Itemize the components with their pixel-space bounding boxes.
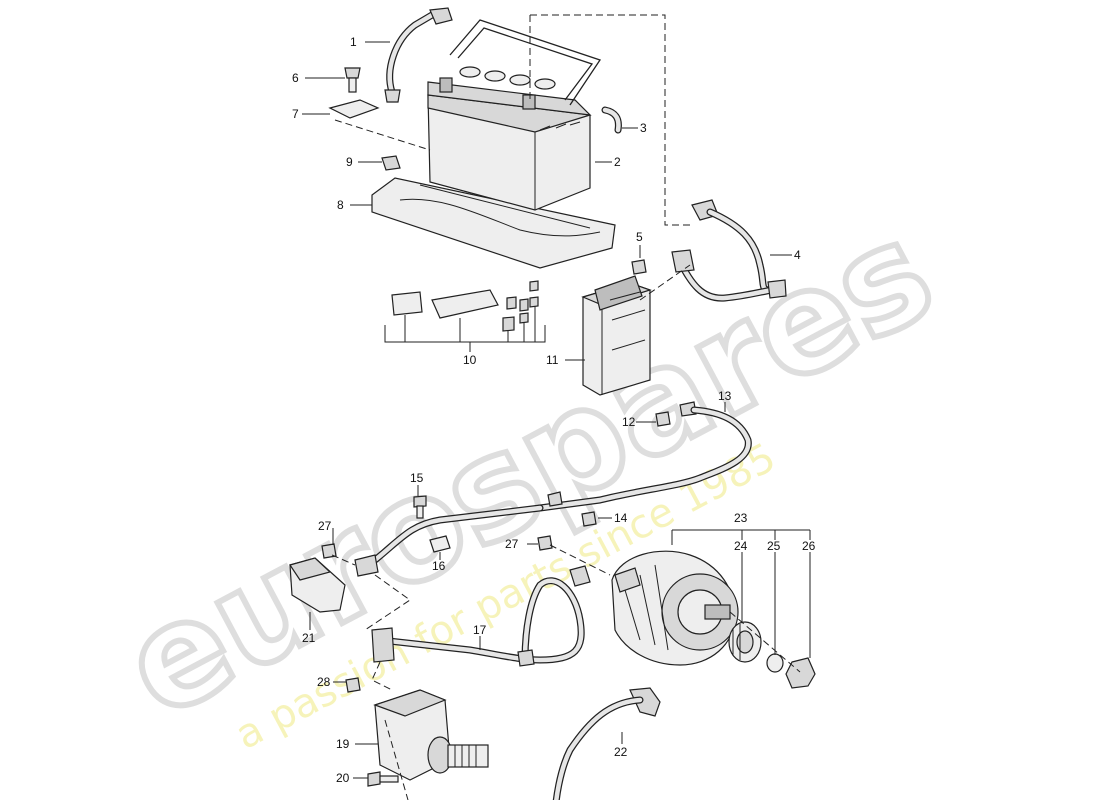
callout-22: 22 — [614, 745, 628, 759]
ground-strap-22 — [552, 687, 661, 800]
bolt-6 — [344, 67, 361, 93]
nut-26 — [785, 657, 816, 689]
nut-27b — [537, 535, 553, 551]
callout-6: 6 — [292, 71, 299, 85]
callout-5: 5 — [636, 230, 643, 244]
callout-16: 16 — [432, 559, 446, 573]
callout-7: 7 — [292, 107, 299, 121]
callout-2: 2 — [614, 155, 621, 169]
callout-17: 17 — [473, 623, 487, 637]
nut-9 — [381, 155, 401, 171]
callout-12: 12 — [622, 415, 636, 429]
callout-14: 14 — [614, 511, 628, 525]
nut-5 — [631, 259, 647, 275]
callout-8: 8 — [337, 198, 344, 212]
battery-cable-4 — [671, 199, 787, 302]
callout-13: 13 — [718, 389, 732, 403]
leader-lines — [302, 41, 811, 779]
nut-28 — [345, 677, 361, 693]
alternator-23 — [611, 550, 739, 666]
connector-3 — [601, 106, 622, 134]
pulley-24 — [728, 621, 762, 663]
bracket-7 — [328, 99, 380, 119]
terminal-cover-21 — [289, 557, 346, 613]
callout-25: 25 — [767, 539, 781, 553]
callout-1: 1 — [350, 35, 357, 49]
callout-26: 26 — [802, 539, 816, 553]
callout-3: 3 — [640, 121, 647, 135]
callout-19: 19 — [336, 737, 350, 751]
battery — [371, 19, 616, 269]
cable-17 — [371, 565, 591, 667]
starter-19 — [373, 689, 489, 781]
nut-14 — [581, 511, 597, 527]
callout-15: 15 — [410, 471, 424, 485]
callout-27b: 27 — [505, 537, 519, 551]
kit-10 — [384, 280, 546, 352]
callout-24: 24 — [734, 539, 748, 553]
control-module-11 — [581, 275, 652, 396]
watermark: eurospares a passion for parts since 198… — [96, 188, 960, 759]
callout-11: 11 — [546, 353, 559, 367]
bolt-20 — [367, 771, 399, 787]
callout-23: 23 — [734, 511, 748, 525]
nut-27a — [321, 543, 337, 559]
callout-4: 4 — [794, 248, 801, 262]
washer-25 — [766, 653, 784, 673]
callout-labels: 1 2 3 4 5 6 7 8 9 10 11 12 13 14 15 16 1… — [292, 35, 816, 785]
ground-strap-cable — [384, 7, 453, 103]
callout-21: 21 — [302, 631, 316, 645]
nut-12 — [655, 411, 671, 427]
callout-27a: 27 — [318, 519, 332, 533]
watermark-brand: eurospares — [99, 191, 957, 750]
callout-28: 28 — [317, 675, 331, 689]
callout-10: 10 — [463, 353, 477, 367]
bolt-15 — [413, 495, 427, 519]
clip-16 — [429, 535, 451, 553]
callout-9: 9 — [346, 155, 353, 169]
callout-20: 20 — [336, 771, 350, 785]
cable-13 — [354, 401, 752, 577]
